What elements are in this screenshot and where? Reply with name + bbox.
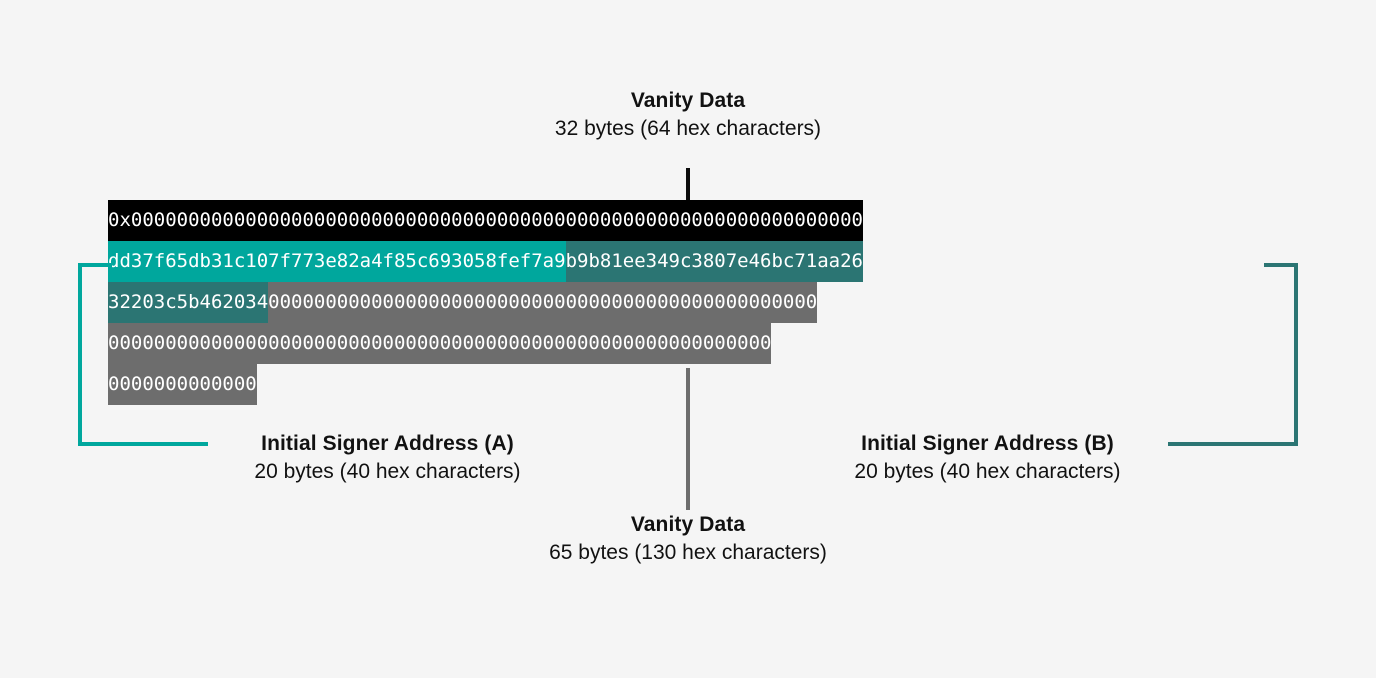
vanity-data-bottom-title: Vanity Data bbox=[630, 513, 746, 536]
bracket-a-vertical bbox=[78, 263, 82, 446]
vanity-data-bottom-segment-part1: 0000000000000000000000000000000000000000… bbox=[268, 282, 818, 323]
signer-a-title: Initial Signer Address (A) bbox=[261, 432, 514, 455]
hex-row-3: 32203c5b462034 0000000000000000000000000… bbox=[108, 282, 1268, 323]
signer-b-title: Initial Signer Address (B) bbox=[861, 432, 1114, 455]
vanity-data-top-segment: 0x00000000000000000000000000000000000000… bbox=[108, 200, 863, 241]
bracket-a-top-arm bbox=[78, 263, 112, 267]
signer-b-subtitle: 20 bytes (40 hex characters) bbox=[854, 460, 1121, 483]
bracket-b-vertical bbox=[1294, 263, 1298, 446]
bracket-signer-a bbox=[78, 263, 208, 446]
connector-line-bottom bbox=[686, 368, 690, 510]
vanity-data-top-subtitle: 32 bytes (64 hex characters) bbox=[554, 117, 822, 140]
hex-row-1: 0x00000000000000000000000000000000000000… bbox=[108, 200, 1268, 241]
signer-b-segment-part1: b9b81ee349c3807e46bc71aa26 bbox=[565, 241, 863, 282]
hex-row-2: dd37f65db31c107f773e82a4f85c693058fef7a9… bbox=[108, 241, 1268, 282]
signer-b-segment-part2: 32203c5b462034 bbox=[108, 282, 269, 323]
hex-row-5: 0000000000000 bbox=[108, 364, 1268, 405]
hex-row-4: 0000000000000000000000000000000000000000… bbox=[108, 323, 1268, 364]
vanity-data-bottom-label: Vanity Data 65 bytes (130 hex characters… bbox=[288, 512, 1088, 568]
bracket-b-top-arm bbox=[1264, 263, 1298, 267]
bracket-b-bottom-arm bbox=[1168, 442, 1298, 446]
hex-string-block: 0x00000000000000000000000000000000000000… bbox=[108, 200, 1268, 405]
vanity-data-bottom-segment-part3: 0000000000000 bbox=[108, 364, 257, 405]
signer-b-label: Initial Signer Address (B) 20 bytes (40 … bbox=[730, 431, 1245, 487]
connector-line-top bbox=[686, 168, 690, 201]
bracket-signer-b bbox=[1168, 263, 1298, 446]
signer-a-label: Initial Signer Address (A) 20 bytes (40 … bbox=[130, 431, 645, 487]
bracket-a-bottom-arm bbox=[78, 442, 208, 446]
vanity-data-bottom-subtitle: 65 bytes (130 hex characters) bbox=[549, 541, 827, 564]
vanity-data-top-label: Vanity Data 32 bytes (64 hex characters) bbox=[288, 88, 1088, 144]
vanity-data-bottom-segment-part2: 0000000000000000000000000000000000000000… bbox=[108, 323, 772, 364]
vanity-data-top-title: Vanity Data bbox=[630, 89, 746, 112]
signer-a-segment: dd37f65db31c107f773e82a4f85c693058fef7a9 bbox=[108, 241, 566, 282]
signer-a-subtitle: 20 bytes (40 hex characters) bbox=[254, 460, 521, 483]
